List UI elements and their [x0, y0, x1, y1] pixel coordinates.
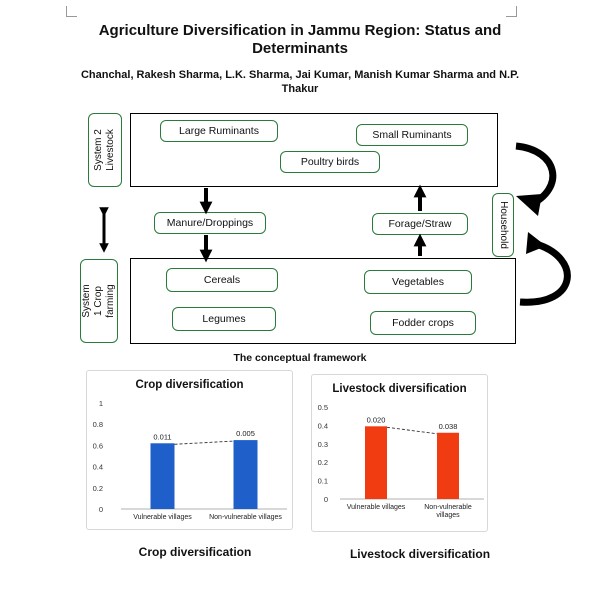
poultry-birds-node: Poultry birds	[280, 151, 380, 173]
bar	[365, 426, 387, 499]
corner-mark-top-right	[506, 6, 517, 17]
crop-chart-caption: Crop diversification	[138, 545, 252, 559]
framework-caption: The conceptual framework	[233, 352, 367, 364]
large-ruminants-node: Large Ruminants	[160, 120, 278, 142]
x-tick-label: villages	[436, 512, 460, 519]
trend-line	[174, 440, 234, 445]
y-tick-label: 0.4	[318, 421, 328, 430]
system2-label: System 2 Livestock	[88, 113, 122, 187]
y-tick-label: 1	[99, 399, 103, 408]
framework-arrows	[99, 142, 571, 306]
y-tick-label: 0.3	[318, 440, 328, 449]
data-label: 0.005	[236, 429, 255, 438]
crop-chart-title: Crop diversification	[135, 379, 244, 391]
system1-label: System 1 Crop farming	[80, 259, 118, 343]
x-tick-label: Non-vulnerable	[424, 504, 472, 511]
y-tick-label: 0	[324, 495, 328, 504]
curved-arrow-head-upper	[516, 194, 542, 216]
y-tick-label: 0.1	[318, 477, 328, 486]
household-label: Household	[492, 193, 514, 257]
cereals-node: Cereals	[166, 268, 278, 292]
legumes-node: Legumes	[172, 307, 276, 331]
small-ruminants-node: Small Ruminants	[356, 124, 468, 146]
curved-arrow-household-crops	[519, 240, 571, 306]
curved-arrow-head-lower	[526, 232, 546, 254]
bar	[233, 440, 258, 509]
livestock-chart-caption: Livestock diversification	[349, 547, 491, 561]
corner-mark-top-left	[66, 6, 77, 17]
y-tick-label: 0.4	[93, 463, 103, 472]
vegetables-node: Vegetables	[364, 270, 472, 294]
y-tick-label: 0.5	[318, 403, 328, 412]
x-tick-label: Vulnerable villages	[133, 514, 192, 521]
crop-chart-panel: Crop diversification 0 0.2 0.4 0.6 0.8 1 0.011…	[86, 370, 293, 530]
bar	[437, 432, 459, 499]
livestock-chart-title: Livestock diversification	[332, 383, 467, 395]
y-tick-label: 0.8	[93, 420, 103, 429]
y-tick-label: 0.6	[93, 441, 103, 450]
data-label: 0.038	[439, 422, 458, 431]
fodder-crops-node: Fodder crops	[370, 311, 476, 335]
bar	[150, 443, 175, 509]
y-tick-label: 0.2	[318, 458, 328, 467]
data-label: 0.020	[367, 415, 386, 424]
trend-line	[386, 426, 438, 435]
x-tick-label: Non-vulnerable villages	[209, 514, 282, 521]
y-tick-label: 0	[99, 505, 103, 514]
paper-title: Agriculture Diversification in Jammu Reg…	[98, 22, 502, 57]
author-list: Chanchal, Rakesh Sharma, L.K. Sharma, Ja…	[80, 69, 520, 95]
data-label: 0.011	[153, 432, 171, 441]
x-tick-label: Vulnerable villages	[347, 504, 406, 511]
y-tick-label: 0.2	[93, 484, 103, 493]
